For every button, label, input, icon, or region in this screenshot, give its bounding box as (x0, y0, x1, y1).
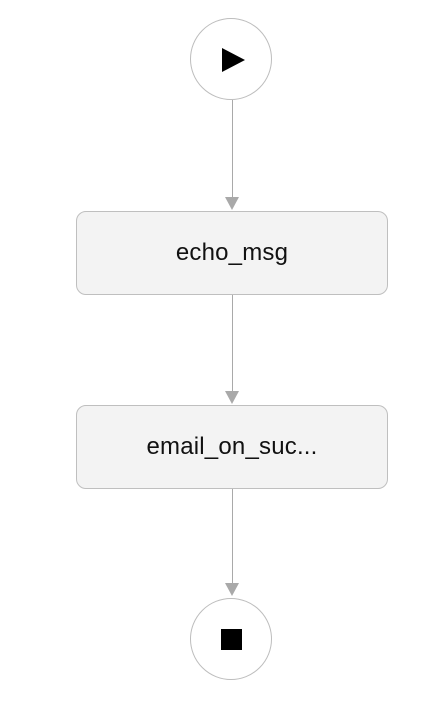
edge-echo-msg-to-email-on-success (232, 295, 233, 392)
start-node[interactable] (190, 18, 272, 100)
task-node-echo-msg[interactable]: echo_msg (76, 211, 388, 295)
task-node-email-on-success[interactable]: email_on_suc... (76, 405, 388, 489)
stop-icon (221, 629, 242, 650)
end-node[interactable] (190, 598, 272, 680)
edge-email-on-success-to-end (232, 489, 233, 584)
play-icon (222, 48, 245, 72)
arrowhead-email-on-success-to-end (225, 583, 239, 596)
arrowhead-start-to-echo-msg (225, 197, 239, 210)
edge-start-to-echo-msg (232, 100, 233, 198)
arrowhead-echo-msg-to-email-on-success (225, 391, 239, 404)
